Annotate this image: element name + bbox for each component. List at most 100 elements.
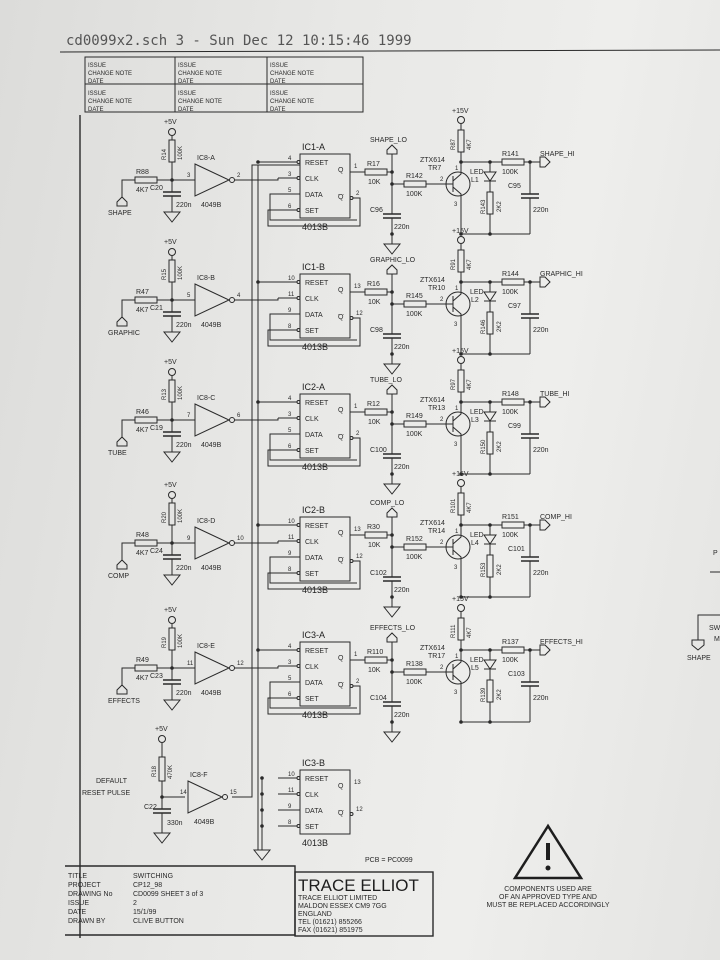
junction-dot (459, 232, 463, 236)
supply-terminal-icon (168, 616, 176, 624)
pin-number: 4 (237, 293, 241, 299)
pin-number: 13 (354, 780, 361, 786)
revision-cell: ISSUE (270, 63, 288, 69)
wire (121, 299, 135, 318)
pin-bubble (349, 559, 354, 563)
supply-label: +15V (452, 348, 469, 355)
resistor-ref: R46 (136, 409, 149, 416)
resistor-icon (457, 249, 465, 273)
pin-number: 1 (455, 286, 459, 292)
inverter-bubble (229, 297, 235, 303)
resistor-value: 100K (502, 532, 519, 539)
capacitor-value: 220n (394, 712, 410, 719)
junction-dot (459, 595, 463, 599)
input-label: EFFECTS (108, 698, 140, 705)
pin-label-q: Q (338, 407, 344, 414)
pin-number: 6 (288, 444, 292, 450)
led-icon (483, 291, 497, 302)
led-icon (483, 411, 497, 422)
revision-cell: CHANGE NOTE (178, 71, 222, 77)
capacitor-value: 220n (533, 207, 549, 214)
pin-label-data: DATA (305, 680, 323, 687)
offpage-label: M (714, 636, 720, 643)
resistor-ref: R142 (406, 173, 423, 180)
resistor-ref: R16 (367, 281, 380, 288)
flip-flop-icon (299, 641, 351, 707)
resistor-ref: R141 (502, 151, 519, 158)
resistor-ref: R48 (136, 532, 149, 539)
resistor-icon (168, 627, 176, 651)
resistor-value: 2K2 (497, 201, 503, 212)
offpage-label: P (713, 550, 718, 557)
pin-number: 2 (237, 173, 241, 179)
capacitor-value: 220n (394, 344, 410, 351)
resistor-value: 2K2 (497, 441, 503, 452)
title-block-key: DRAWING No (68, 891, 113, 898)
flip-flop-ref: IC2-A (302, 382, 325, 392)
resistor-icon (134, 176, 158, 184)
pin-number: 3 (288, 172, 292, 178)
input-label: GRAPHIC (108, 330, 140, 337)
wire (452, 650, 462, 670)
led-ref: L4 (471, 540, 479, 547)
resistor-value: 100K (406, 311, 423, 318)
revision-cell: DATE (88, 79, 104, 85)
resistor-value: 10K (368, 667, 381, 674)
pin-number: 3 (454, 690, 458, 696)
pin-label-clk: CLK (305, 416, 319, 423)
title-block-value: CP12_98 (133, 882, 162, 889)
pin-number: 6 (237, 413, 241, 419)
pin-bubble (349, 436, 354, 440)
pin-number: 8 (288, 820, 292, 826)
capacitor-ref: C102 (370, 570, 387, 577)
resistor-icon (457, 492, 465, 516)
led-label: LED (470, 532, 484, 539)
resistor-value: 10K (368, 179, 381, 186)
resistor-value: 4K7 (136, 307, 149, 314)
resistor-icon (501, 278, 525, 286)
pin-label-clk: CLK (305, 176, 319, 183)
led-label: LED (470, 169, 484, 176)
resistor-ref: R139 (481, 687, 487, 702)
resistor-ref: R17 (367, 161, 380, 168)
inverter-icon (194, 163, 231, 197)
supply-label: +5V (164, 359, 177, 366)
supply-label: +5V (164, 119, 177, 126)
port-icon (539, 644, 551, 656)
revision-cell: ISSUE (88, 91, 106, 97)
pin-label-data: DATA (305, 432, 323, 439)
supply-label: +15V (452, 108, 469, 115)
transistor-type: ZTX614 (420, 520, 445, 527)
lo-net-label: TUBE_LO (370, 377, 402, 384)
pin-number: 14 (180, 790, 187, 796)
flip-flop-type: 4013B (302, 342, 328, 352)
pin-number: 9 (288, 551, 292, 557)
resistor-ref: R150 (481, 439, 487, 454)
pin-bubble (349, 684, 354, 688)
revision-cell: CHANGE NOTE (88, 99, 132, 105)
led-ref: L3 (471, 417, 479, 424)
resistor-icon (403, 543, 427, 551)
resistor-icon (486, 311, 494, 335)
pin-label-reset: RESET (305, 776, 329, 783)
junction-dot (260, 824, 264, 828)
supply-label: +5V (164, 607, 177, 614)
wire (121, 419, 135, 438)
inverter-ref: IC8-C (197, 395, 215, 402)
ground-icon (382, 483, 402, 495)
pin-number: 6 (288, 204, 292, 210)
reset-pulse-net (232, 164, 300, 798)
inverter-type: 4049B (201, 442, 222, 449)
pin-number: 5 (288, 188, 292, 194)
pin-bubble (296, 648, 301, 652)
pin-number: 4 (288, 396, 292, 402)
pin-label-clk: CLK (305, 792, 319, 799)
supply-terminal-icon (457, 116, 465, 124)
wire (269, 681, 357, 709)
port-icon (116, 436, 128, 447)
resistor-icon (403, 420, 427, 428)
